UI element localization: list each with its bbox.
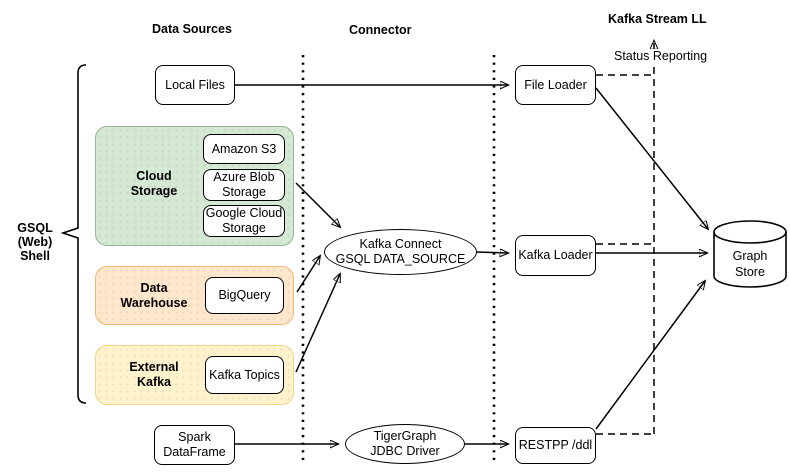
node-restpp-label: RESTPP /ddl bbox=[518, 438, 593, 452]
node-local-files-label: Local Files bbox=[165, 77, 225, 92]
node-kafka-loader: Kafka Loader bbox=[515, 235, 596, 276]
node-kafka-topics: Kafka Topics bbox=[205, 356, 284, 394]
header-data-sources: Data Sources bbox=[152, 22, 232, 36]
node-spark-dataframe: Spark DataFrame bbox=[154, 425, 235, 465]
node-kafka-topics-label: Kafka Topics bbox=[209, 367, 280, 382]
node-file-loader: File Loader bbox=[515, 65, 596, 105]
arrow-restpp-to-graph-store bbox=[595, 281, 705, 430]
node-google-cloud: Google Cloud Storage bbox=[203, 205, 285, 237]
cloud-storage-group-label: Cloud Storage bbox=[130, 169, 178, 198]
node-spark-dataframe-label: Spark DataFrame bbox=[163, 430, 226, 459]
header-kafka-stream: Kafka Stream LL bbox=[608, 12, 707, 26]
node-amazon-s3-label: Amazon S3 bbox=[211, 141, 277, 156]
node-kafka-connect-label: Kafka Connect GSQL DATA_SOURCE bbox=[335, 236, 466, 267]
arrow-kafka-connect-to-kafka-loader bbox=[476, 252, 508, 253]
node-file-loader-label: File Loader bbox=[524, 77, 587, 92]
node-graph-store-label: Graph Store bbox=[732, 249, 768, 279]
node-google-cloud-label: Google Cloud Storage bbox=[205, 206, 283, 235]
external-kafka-group-label: External Kafka bbox=[129, 360, 179, 389]
node-amazon-s3: Amazon S3 bbox=[203, 134, 285, 164]
gsql-shell-brace bbox=[60, 64, 87, 404]
node-restpp: RESTPP /ddl bbox=[515, 427, 596, 464]
arrow-data-warehouse-to-kafka-connect bbox=[296, 256, 320, 293]
node-local-files: Local Files bbox=[155, 65, 235, 105]
data-warehouse-group-label: Data Warehouse bbox=[120, 281, 188, 310]
node-bigquery: BigQuery bbox=[205, 277, 284, 314]
node-kafka-connect: Kafka Connect GSQL DATA_SOURCE bbox=[324, 229, 477, 275]
node-bigquery-label: BigQuery bbox=[218, 288, 271, 302]
node-jdbc-driver-label: TigerGraph JDBC Driver bbox=[370, 428, 440, 459]
gsql-shell-label: GSQL (Web) Shell bbox=[17, 221, 53, 263]
arrow-file-loader-to-graph-store bbox=[595, 87, 708, 229]
graph-store-cylinder-rim bbox=[713, 231, 787, 244]
node-azure-blob-label: Azure Blob Storage bbox=[213, 170, 275, 199]
node-azure-blob: Azure Blob Storage bbox=[203, 169, 285, 201]
header-connector: Connector bbox=[349, 23, 412, 37]
arrow-external-kafka-to-kafka-connect bbox=[295, 274, 340, 373]
node-jdbc-driver: TigerGraph JDBC Driver bbox=[345, 424, 465, 464]
arrow-cloud-storage-to-kafka-connect bbox=[295, 182, 340, 227]
node-kafka-loader-label: Kafka Loader bbox=[518, 248, 593, 262]
status-reporting-label: Status Reporting bbox=[612, 49, 710, 63]
